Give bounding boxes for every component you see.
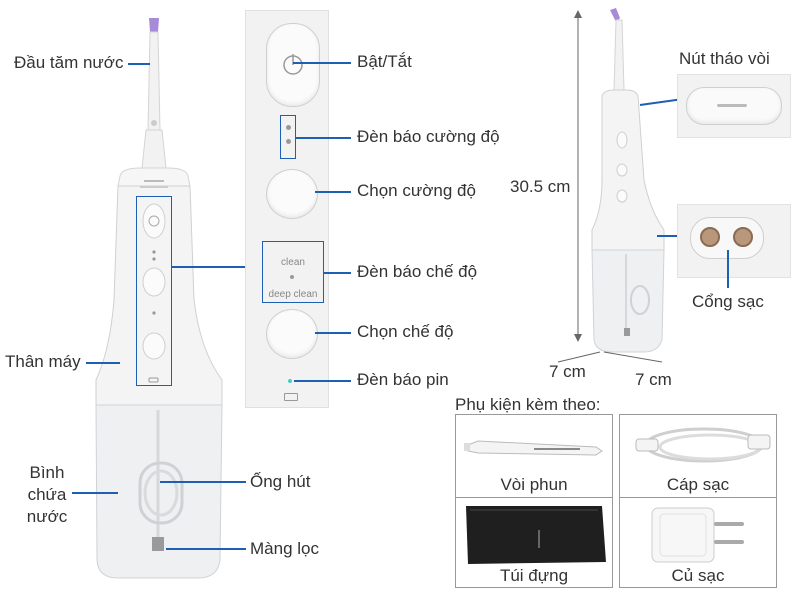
power-connector [293,62,351,64]
height-dimension: 30.5 cm [510,177,571,196]
straw-connector [160,481,246,483]
power-icon [283,54,303,75]
accessory-nozzle-label: Vòi phun [500,475,568,494]
mode-button[interactable] [266,309,318,359]
intensity-button[interactable] [266,169,318,219]
charging-connector-2 [727,250,729,288]
device-illustration [95,18,223,579]
filter-connector [166,548,246,550]
mode-deep-clean-text: deep clean [268,289,318,300]
charging-port-label: Cổng sạc [692,292,764,311]
reservoir-label: Bình chứa nước [24,462,70,528]
battery-connector [294,380,351,382]
release-slot [717,104,747,107]
mode-indicator-connector [323,272,351,274]
intensity-indicator-connector [295,137,351,139]
intensity-led-1 [286,125,291,130]
mode-select-connector [315,332,351,334]
power-label: Bật/Tắt [357,52,412,71]
reservoir-label-line-3: nước [26,507,68,526]
accessory-pouch: Túi đựng [455,497,613,588]
charging-connector-1 [657,235,677,237]
reservoir-connector [72,492,118,494]
accessory-charger: Củ sạc [619,497,777,588]
mode-select-label: Chọn chế độ [357,322,454,341]
intensity-led-2 [286,139,291,144]
body-label: Thân máy [5,352,81,371]
nozzle-label: Đầu tăm nước [14,53,124,72]
accessory-nozzle: Vòi phun [455,414,613,499]
intensity-indicator-label: Đèn báo cường độ [357,127,500,146]
straw-label: Ống hút [250,472,311,491]
power-button[interactable] [266,23,320,107]
controls-connector [172,266,246,268]
port-pin-left [700,227,720,247]
port-pin-right [733,227,753,247]
mode-indicator-label: Đèn báo chế độ [357,262,478,281]
pouch-accessory-image [466,506,606,564]
accessory-cable-label: Cáp sạc [666,475,730,494]
control-panel-zoom: clean deep clean [245,10,329,408]
battery-icon [284,393,298,401]
cable-accessory-image [635,427,771,463]
battery-indicator-label: Đèn báo pin [357,370,449,389]
charger-accessory-image [651,507,744,563]
filter-label: Màng lọc [250,539,319,558]
accessory-cable: Cáp sạc [619,414,777,499]
mode-led [290,275,294,279]
width-dimension: 7 cm [549,362,586,381]
release-button[interactable] [686,87,782,125]
depth-dimension: 7 cm [635,370,672,389]
nozzle-connector [128,63,150,65]
accessory-pouch-label: Túi đựng [499,566,569,585]
accessory-charger-label: Củ sạc [671,566,725,585]
intensity-indicator-box [280,115,296,159]
dimension-illustration [557,8,665,363]
intensity-select-label: Chọn cường độ [357,181,476,200]
release-label: Nút tháo vòi [679,49,770,68]
controls-highlight [136,196,172,386]
mode-clean-text: clean [281,257,305,268]
port-zoom [677,204,791,278]
reservoir-label-line-1: Bình [29,463,65,482]
intensity-select-connector [315,191,351,193]
accessories-title: Phụ kiện kèm theo: [455,395,601,414]
battery-led [288,379,292,383]
release-zoom [677,74,791,138]
nozzle-accessory-image [464,440,603,456]
body-connector [86,362,120,364]
reservoir-label-line-2: chứa [27,485,67,504]
